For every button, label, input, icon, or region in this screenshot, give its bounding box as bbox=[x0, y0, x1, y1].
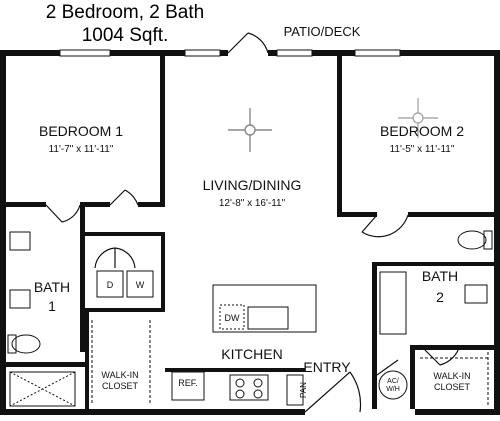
bedroom2-size: 11'-5" x 11'-11" bbox=[390, 144, 455, 155]
closet1-line1: WALK-IN bbox=[101, 370, 138, 380]
dishwasher-label: DW bbox=[225, 313, 240, 323]
closet2-line2: CLOSET bbox=[434, 382, 471, 392]
bath1-name: BATH bbox=[34, 279, 70, 295]
windows bbox=[59, 49, 401, 57]
fixtures bbox=[7, 230, 493, 407]
washer-label: W bbox=[136, 280, 145, 290]
interior-walls bbox=[6, 56, 494, 409]
dryer-label: D bbox=[107, 280, 114, 290]
living-name: LIVING/DINING bbox=[203, 177, 302, 193]
entry-label: ENTRY bbox=[303, 359, 351, 375]
bedroom1-name: BEDROOM 1 bbox=[39, 123, 123, 139]
living-size: 12'-8" x 16'-11" bbox=[219, 198, 286, 209]
acwh-label-1: AC/ bbox=[387, 378, 399, 385]
bath2-name: BATH bbox=[422, 268, 458, 284]
acwh-label-2: W/H bbox=[386, 386, 400, 393]
refrigerator-label: REF. bbox=[178, 378, 198, 388]
ceiling-fan-icon bbox=[228, 108, 272, 152]
pantry-label: PAN bbox=[299, 382, 308, 398]
ceiling-fan-icon bbox=[398, 98, 438, 138]
closet2-line1: WALK-IN bbox=[433, 371, 470, 381]
unit-area: 1004 Sqft. bbox=[81, 25, 169, 46]
bedroom2-name: BEDROOM 2 bbox=[380, 123, 464, 139]
patio-label: PATIO/DECK bbox=[284, 24, 361, 39]
bath1-number: 1 bbox=[48, 298, 56, 314]
bedroom1-size: 11'-7" x 11'-11" bbox=[49, 144, 114, 155]
unit-type-title: 2 Bedroom, 2 Bath bbox=[45, 2, 205, 23]
closet1-line2: CLOSET bbox=[102, 381, 139, 391]
bath2-number: 2 bbox=[436, 289, 444, 305]
kitchen-name: KITCHEN bbox=[221, 346, 282, 362]
doors bbox=[45, 32, 461, 413]
